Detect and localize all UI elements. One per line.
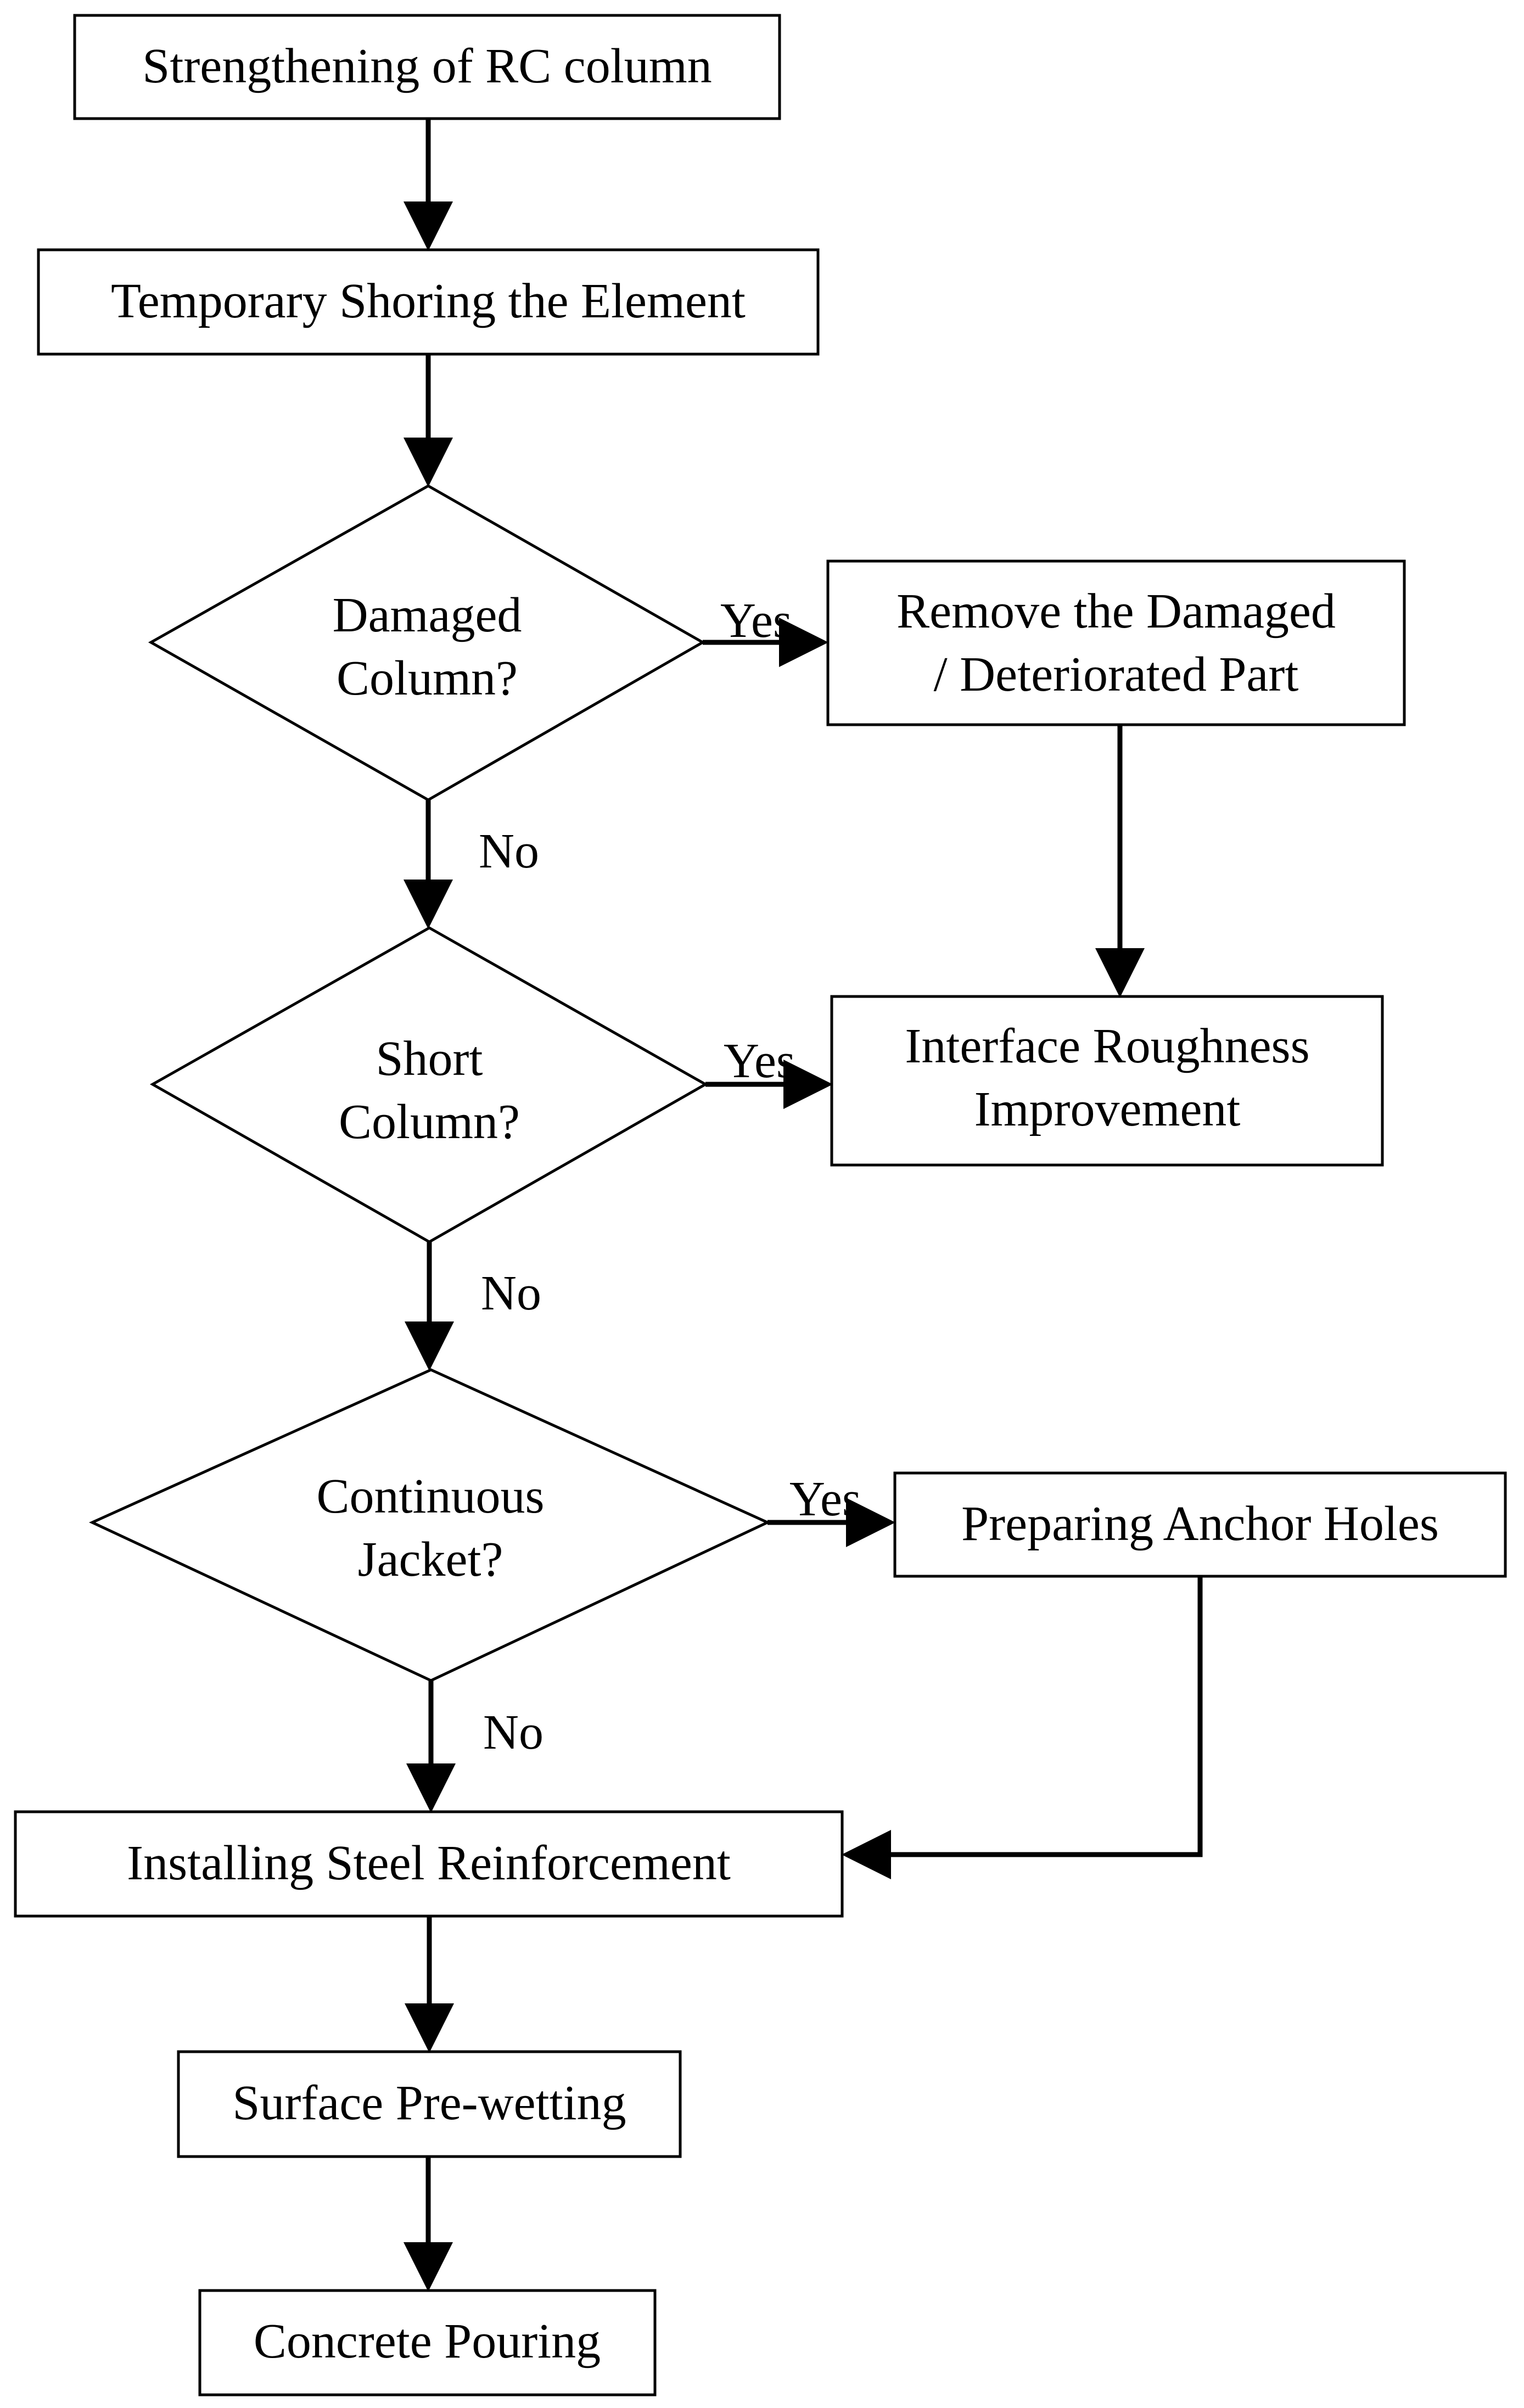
anchor-holes-label: Preparing Anchor Holes: [961, 1497, 1439, 1551]
start-box: Strengthening of RC column: [73, 14, 781, 120]
continuous-decision-line2: Jacket?: [358, 1532, 503, 1587]
steel-reinforcement-box: Installing Steel Reinforcement: [14, 1810, 844, 1918]
short-decision-line2: Column?: [339, 1095, 520, 1149]
remove-damaged-box: Remove the Damaged / Deteriorated Part: [826, 559, 1406, 726]
short-decision-line1: Short: [376, 1032, 483, 1086]
damaged-yes-label: Yes: [720, 593, 792, 648]
pouring-label: Concrete Pouring: [254, 2314, 601, 2368]
damaged-decision-line1: Damaged: [333, 588, 522, 642]
prewetting-label: Surface Pre-wetting: [232, 2076, 626, 2130]
damaged-decision: Damaged Column?: [148, 484, 706, 802]
short-decision: Short Column?: [149, 926, 709, 1244]
shoring-label: Temporary Shoring the Element: [111, 274, 746, 328]
roughness-line2: Improvement: [974, 1082, 1241, 1136]
continuous-decision: Continuous Jacket?: [89, 1368, 771, 1682]
damaged-decision-line2: Column?: [337, 651, 518, 705]
continuous-decision-line1: Continuous: [316, 1469, 544, 1524]
remove-damaged-line1: Remove the Damaged: [897, 584, 1336, 639]
shoring-box: Temporary Shoring the Element: [37, 248, 820, 356]
pouring-box: Concrete Pouring: [198, 2289, 657, 2396]
short-no-label: No: [481, 1266, 541, 1320]
anchor-holes-box: Preparing Anchor Holes: [893, 1471, 1507, 1578]
arrow-anchor-to-steel: [842, 1576, 1203, 1879]
damaged-no-label: No: [479, 824, 539, 878]
start-label: Strengthening of RC column: [142, 39, 711, 93]
roughness-line1: Interface Roughness: [905, 1019, 1309, 1073]
connectors: [404, 119, 1203, 2292]
continuous-no-label: No: [483, 1705, 544, 1760]
remove-damaged-line2: / Deteriorated Part: [934, 647, 1299, 702]
steel-reinforcement-label: Installing Steel Reinforcement: [127, 1836, 731, 1890]
continuous-yes-label: Yes: [789, 1472, 861, 1526]
roughness-box: Interface Roughness Improvement: [830, 995, 1384, 1167]
prewetting-box: Surface Pre-wetting: [177, 2050, 682, 2158]
short-yes-label: Yes: [724, 1034, 795, 1088]
